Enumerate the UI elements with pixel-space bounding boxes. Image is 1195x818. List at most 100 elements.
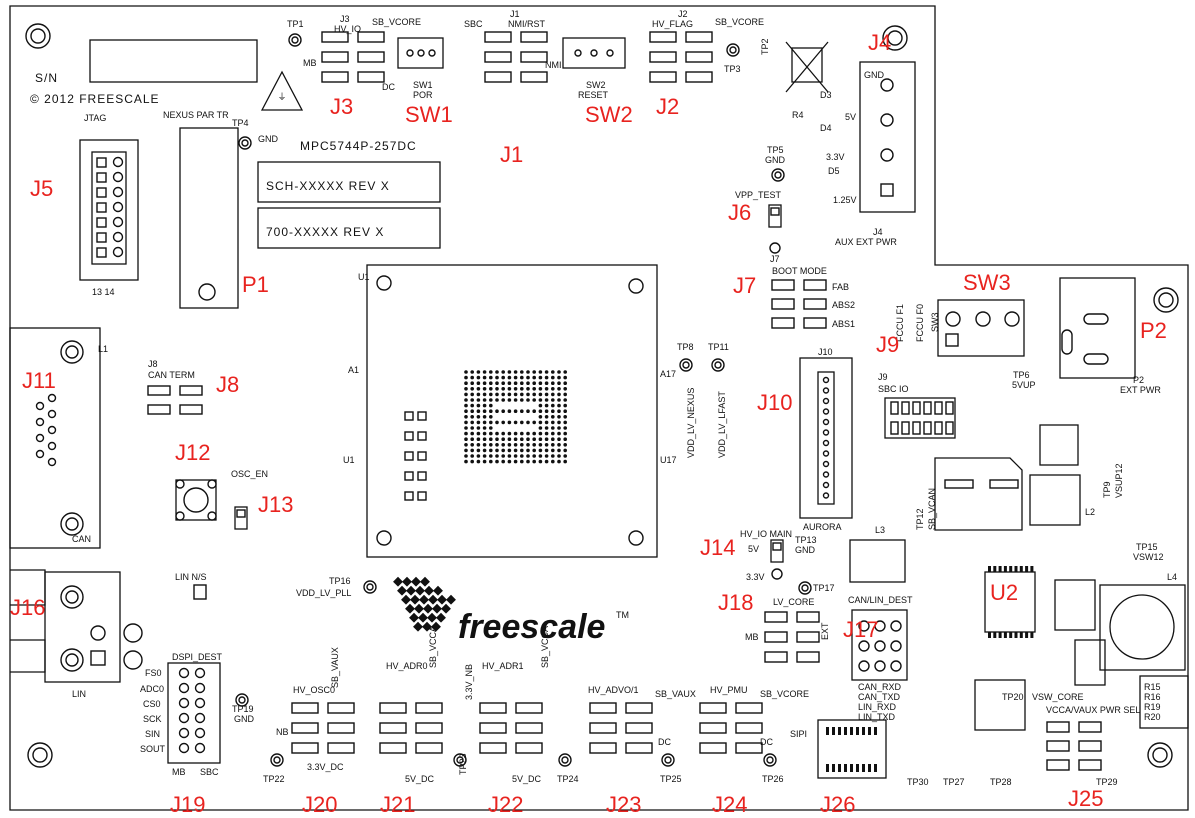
sb-vcan-text: SB_VCAN [927, 488, 937, 530]
sb-vcore2-text: SB_VCORE [715, 17, 764, 27]
tp2-text: TP2 [760, 38, 770, 55]
abs2-text: ABS2 [832, 300, 855, 310]
sb-vaux1-text: SB_VAUX [330, 647, 340, 688]
r4-text: R4 [792, 110, 804, 120]
label-sw3: SW3 [963, 270, 1011, 295]
label-j4: J4 [868, 30, 891, 55]
tp20-text: TP20 [1002, 692, 1024, 702]
lv-core-text: LV_CORE [773, 597, 814, 607]
label-j5: J5 [30, 176, 53, 201]
tp11-text: TP11 [708, 342, 729, 352]
label-j16: J16 [10, 595, 45, 620]
gnd1-text: GND [864, 70, 885, 80]
sb-vaux2-text: SB_VAUX [655, 689, 696, 699]
hv-io-main-text: HV_IO MAIN [740, 529, 792, 539]
d3-text: D3 [820, 90, 832, 100]
nmi-rst-text: NMI/RST [508, 19, 546, 29]
sch-box-text: SCH-XXXXX REV X [266, 179, 390, 193]
dc3-text: DC [760, 737, 773, 747]
tp23-text: TP23 [458, 753, 468, 775]
label-u2: U2 [990, 580, 1018, 605]
gnd2-text: GND [258, 134, 279, 144]
hv-adr0-text: HV_ADR0 [386, 661, 428, 671]
p1-nexus-connector: NEXUS PAR TR TP4 GND [163, 110, 279, 309]
hv-osc0-text: HV_OSC0 [293, 685, 335, 695]
label-j11: J11 [22, 368, 56, 393]
ext-pwr-text: EXT PWR [1120, 385, 1161, 395]
dc2-text: DC [658, 737, 671, 747]
hv-flag-text: HV_FLAG [652, 19, 693, 29]
v125-text: 1.25V [833, 195, 857, 205]
osc-en-text: OSC_EN [231, 469, 268, 479]
label-j13: J13 [258, 492, 293, 517]
j11-can-connector: CAN L1 [9, 327, 108, 549]
r15-text: R15 [1144, 682, 1161, 692]
mb2-text: MB [172, 767, 186, 777]
sb-vcore1-text: SB_VCORE [372, 17, 421, 27]
serial-area: S/N © 2012 FREESCALE ⏚ [30, 39, 304, 111]
v5b-text: 5V [748, 544, 759, 554]
mb3-text: MB [745, 632, 759, 642]
label-j6: J6 [728, 200, 751, 225]
svg-text:⏚: ⏚ [277, 92, 286, 102]
j7-sub-text: J7 [770, 254, 780, 264]
sbc-text: SBC [464, 19, 483, 29]
tp24-text: TP24 [557, 774, 579, 784]
abs1-text: ABS1 [832, 319, 855, 329]
label-sw1: SW1 [405, 102, 453, 127]
sck-text: SCK [143, 714, 162, 724]
reference-labels: J4 J3 SW1 SW2 J2 J1 J5 P1 J6 J7 SW3 P2 J… [10, 30, 1167, 817]
r20-text: R20 [1144, 712, 1161, 722]
j1-top-text: J1 [510, 9, 520, 19]
hv-io-text: HV_IO [334, 24, 361, 34]
label-j3: J3 [330, 94, 353, 119]
v33-nb-text: 3.3V_NB [464, 664, 474, 700]
vdd-lfast-text: VDD_LV_LFAST [717, 391, 727, 458]
sbc-io-text: SBC IO [878, 384, 909, 394]
j2-top-text: J2 [678, 9, 688, 19]
label-p1: P1 [242, 272, 269, 297]
tp28-text: TP28 [990, 777, 1012, 787]
u17-text: U17 [660, 455, 677, 465]
label-j18: J18 [718, 590, 753, 615]
label-j17: J17 [843, 617, 878, 642]
nmi-text: NMI [545, 60, 562, 70]
r16-text: R16 [1144, 692, 1161, 702]
hv-adr1-text: HV_ADR1 [482, 661, 524, 671]
lin-rxd-text: LIN_RXD [858, 702, 897, 712]
vcca-vaux-text: VCCA/VAUX PWR SEL [1046, 705, 1140, 715]
tp1-text: TP1 [287, 19, 304, 29]
d4-text: D4 [820, 123, 832, 133]
label-j1: J1 [500, 142, 523, 167]
vdd-nexus-text: VDD_LV_NEXUS [686, 388, 696, 458]
label-j22: J22 [488, 792, 523, 817]
sout-text: SOUT [140, 744, 166, 754]
u1b-text: U1 [343, 455, 355, 465]
label-j24: J24 [712, 792, 747, 817]
l4-text: L4 [1167, 572, 1177, 582]
p2-sub-text: P2 [1133, 375, 1144, 385]
fccu-f0-text: FCCU F0 [915, 304, 925, 342]
can-lin-dest-text: CAN/LIN_DEST [848, 595, 913, 605]
tp26-text: TP26 [762, 774, 784, 784]
fab-text: FAB [832, 282, 849, 292]
cs0-text: CS0 [143, 699, 161, 709]
label-j2: J2 [656, 94, 679, 119]
label-j7: J7 [733, 273, 756, 298]
sw1-sub-text: SW1 [413, 80, 433, 90]
v5-text: 5V [845, 112, 856, 122]
v33-text: 3.3V [826, 152, 845, 162]
tp29-text: TP29 [1096, 777, 1118, 787]
v33b-text: 3.3V [746, 572, 765, 582]
label-j19: J19 [170, 792, 205, 817]
vsw-core-text: VSW_CORE [1032, 692, 1084, 702]
label-j14: J14 [700, 535, 735, 560]
label-j21: J21 [380, 792, 415, 817]
lin-text: LIN [72, 689, 86, 699]
top-jumper-blocks [288, 31, 740, 83]
gnd3-text: GND [765, 155, 786, 165]
lin-ns-text: LIN N/S [175, 572, 207, 582]
mounting-holes [25, 23, 1179, 768]
label-j25: J25 [1068, 786, 1103, 811]
ext-text: EXT [820, 622, 830, 640]
